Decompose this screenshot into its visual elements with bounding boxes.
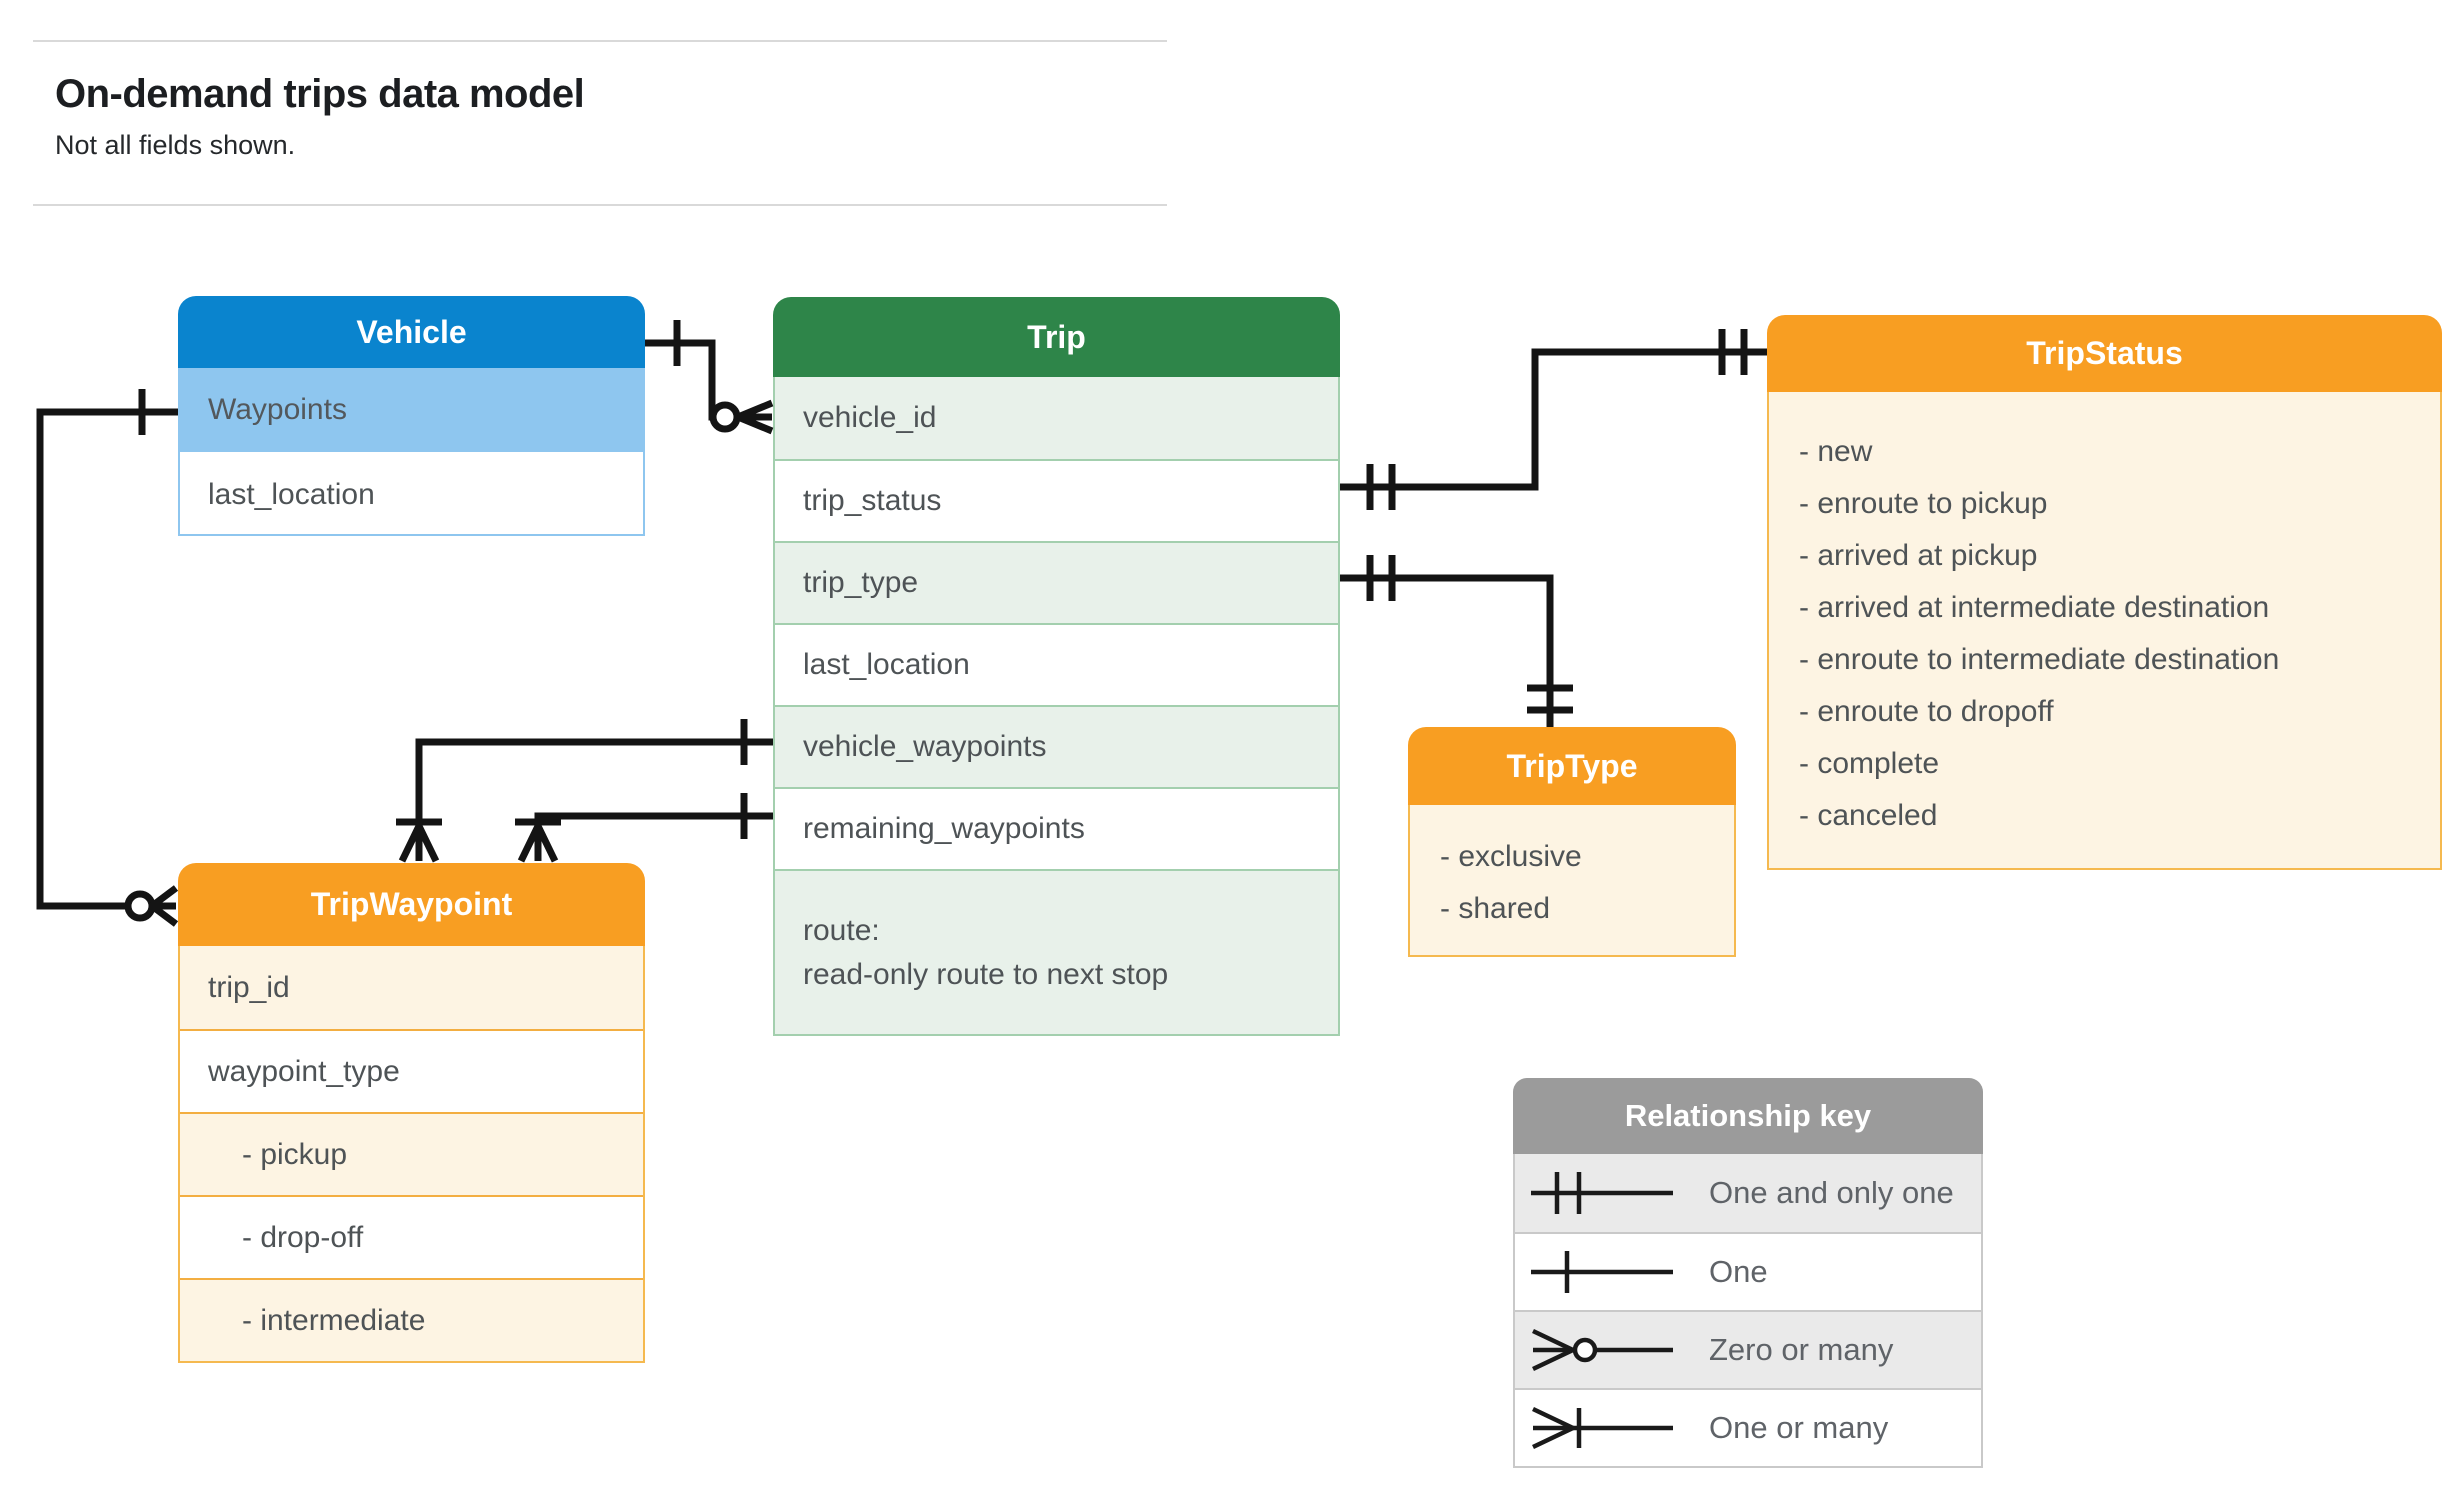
- enum-value: - shared: [1440, 892, 1551, 925]
- vehicle-row-waypoints: Waypoints: [180, 368, 643, 452]
- legend-label: Zero or many: [1709, 1332, 1894, 1367]
- field-label: last_location: [208, 478, 375, 511]
- connector-vehicle-to-trip: [645, 320, 774, 435]
- legend-label: One and only one: [1709, 1175, 1954, 1210]
- connector-line: [645, 339, 716, 421]
- enum-value: - drop-off: [242, 1220, 364, 1254]
- zero-circle: [124, 890, 156, 922]
- one-and-only-one-icon: [1531, 1172, 1673, 1214]
- trip-row-remaining-waypoints: remaining_waypoints: [775, 787, 1338, 869]
- trip-row-last-location: last_location: [775, 623, 1338, 705]
- zero-circle: [709, 401, 741, 433]
- trip-row-vehicle-id: vehicle_id: [775, 377, 1338, 459]
- title-divider: [33, 204, 1167, 206]
- enum-value: - intermediate: [242, 1303, 426, 1337]
- enum-value: - complete: [1799, 747, 1940, 780]
- trip-row-trip-status: trip_status: [775, 459, 1338, 541]
- trip-status-title: TripStatus: [2026, 335, 2183, 371]
- field-label: Waypoints: [208, 393, 347, 426]
- legend-row-one-and-only-one: One and only one: [1515, 1154, 1981, 1232]
- crow-foot-many: [736, 399, 774, 435]
- trip-type-title: TripType: [1506, 747, 1638, 784]
- field-label: vehicle_waypoints: [803, 730, 1047, 763]
- field-label: route:: [803, 913, 880, 947]
- field-label: trip_status: [803, 484, 942, 517]
- enum-value: - arrived at pickup: [1799, 539, 2038, 572]
- vehicle-table-header: Vehicle: [178, 296, 645, 368]
- top-divider: [33, 40, 1167, 42]
- connector-line: [36, 408, 178, 910]
- trip-waypoint-row-drop-off: - drop-off: [180, 1195, 643, 1278]
- legend-label: One or many: [1709, 1410, 1889, 1445]
- page-title: On-demand trips data model: [55, 72, 585, 116]
- connector-trip-to-trip-type: [1340, 555, 1573, 727]
- trip-table: Trip vehicle_id trip_status trip_type la…: [773, 297, 1340, 1036]
- connector-line: [1340, 574, 1554, 727]
- vehicle-row-last-location: last_location: [180, 452, 643, 534]
- enum-value: - exclusive: [1440, 840, 1582, 873]
- crow-foot-many: [149, 885, 179, 927]
- field-label: waypoint_type: [208, 1054, 400, 1088]
- crow-foot-many: [517, 824, 559, 863]
- field-label: trip_type: [803, 566, 919, 599]
- enum-value: - enroute to intermediate destination: [1799, 643, 2280, 676]
- field-label: remaining_waypoints: [803, 812, 1085, 845]
- crow-foot-many: [398, 824, 440, 863]
- enum-value: - enroute to dropoff: [1799, 695, 2054, 728]
- zero-or-many-icon: [1532, 1328, 1673, 1372]
- field-label: vehicle_id: [803, 401, 937, 434]
- relationship-key: Relationship key One and only one: [1513, 1078, 1983, 1468]
- field-label: trip_id: [208, 970, 290, 1004]
- connector-trip-to-trip-status: [1340, 329, 1767, 510]
- enum-value: - new: [1799, 435, 1873, 468]
- enum-value: - canceled: [1799, 799, 1938, 832]
- trip-type-table: TripType - exclusive - shared: [1408, 727, 1736, 957]
- trip-waypoint-row-trip-id: trip_id: [180, 946, 643, 1029]
- page-subtitle: Not all fields shown.: [55, 130, 296, 160]
- trip-row-vehicle-waypoints: vehicle_waypoints: [775, 705, 1338, 787]
- trip-type-table-header: TripType: [1408, 727, 1736, 805]
- legend-row-one: One: [1515, 1232, 1981, 1310]
- relationship-key-title: Relationship key: [1624, 1098, 1872, 1133]
- trip-status-table: TripStatus - new - enroute to pickup - a…: [1767, 315, 2442, 870]
- relationship-key-header: Relationship key: [1513, 1078, 1983, 1154]
- legend-row-one-or-many: One or many: [1515, 1388, 1981, 1466]
- enum-value: - enroute to pickup: [1799, 487, 2048, 520]
- trip-status-table-header: TripStatus: [1767, 315, 2442, 392]
- vehicle-title: Vehicle: [356, 313, 467, 350]
- trip-table-body: vehicle_id trip_status trip_type last_lo…: [773, 377, 1340, 1036]
- vehicle-table: Vehicle Waypoints last_location: [178, 296, 645, 536]
- legend-row-zero-or-many: Zero or many: [1515, 1310, 1981, 1388]
- one-or-many-icon: [1532, 1406, 1673, 1450]
- enum-value: - pickup: [242, 1137, 348, 1171]
- connector-line: [534, 812, 773, 861]
- trip-status-table-body: - new - enroute to pickup - arrived at p…: [1767, 392, 2442, 870]
- connector-remaining-waypoints-to-trip-waypoint: [515, 793, 773, 863]
- enum-value: - arrived at intermediate destination: [1799, 591, 2270, 624]
- field-label: last_location: [803, 648, 970, 681]
- connector-line: [415, 738, 773, 861]
- trip-type-table-body: - exclusive - shared: [1408, 805, 1736, 957]
- trip-waypoint-table: TripWaypoint trip_id waypoint_type - pic…: [178, 863, 645, 1363]
- vehicle-table-body: Waypoints last_location: [178, 368, 645, 536]
- one-icon: [1531, 1251, 1673, 1293]
- connector-line: [1340, 348, 1767, 491]
- trip-waypoint-row-intermediate: - intermediate: [180, 1278, 643, 1361]
- trip-row-route: route: read-only route to next stop: [775, 869, 1338, 1034]
- field-sublabel: read-only route to next stop: [803, 957, 1169, 991]
- trip-waypoint-row-waypoint-type: waypoint_type: [180, 1029, 643, 1112]
- legend-label: One: [1709, 1254, 1768, 1289]
- trip-waypoint-row-pickup: - pickup: [180, 1112, 643, 1195]
- trip-title: Trip: [1027, 318, 1086, 355]
- connector-waypoints-to-trip-waypoint: [36, 389, 179, 927]
- trip-row-trip-type: trip_type: [775, 541, 1338, 623]
- trip-waypoint-title: TripWaypoint: [310, 886, 513, 922]
- trip-waypoint-table-body: trip_id waypoint_type - pickup - drop-of…: [178, 946, 645, 1363]
- trip-waypoint-table-header: TripWaypoint: [178, 863, 645, 946]
- relationship-key-body: One and only one One: [1513, 1154, 1983, 1468]
- connector-vehicle-waypoints-to-trip-waypoint: [396, 719, 773, 863]
- trip-table-header: Trip: [773, 297, 1340, 377]
